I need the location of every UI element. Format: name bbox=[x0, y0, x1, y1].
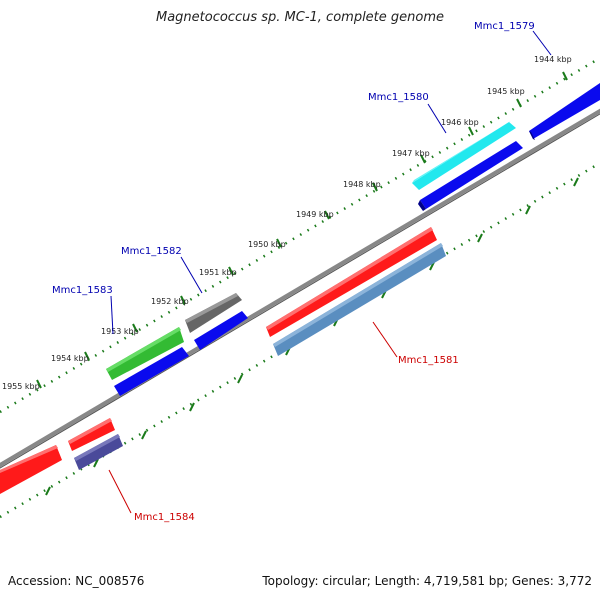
label-leaders bbox=[108, 30, 552, 514]
gene-feature[interactable] bbox=[412, 122, 516, 190]
gene-label-mmc1-1584: Mmc1_1584 bbox=[134, 512, 195, 523]
gene-feature-shade bbox=[418, 200, 426, 211]
gene-feature-shade bbox=[0, 445, 58, 473]
gene-labels: Mmc1_1579 Mmc1_1580 Mmc1_1581 Mmc1_1582 … bbox=[52, 21, 535, 523]
tick-label: 1954 kbp bbox=[51, 354, 89, 363]
gene-label-mmc1-1579: Mmc1_1579 bbox=[474, 21, 535, 32]
tick-labels: 1944 kbp 1945 kbp 1946 kbp 1947 kbp 1948… bbox=[2, 55, 572, 391]
gene-feature-shade bbox=[266, 227, 433, 330]
inner-major-ticks bbox=[45, 177, 579, 496]
gene-feature[interactable] bbox=[266, 227, 437, 337]
gene-feature[interactable] bbox=[0, 445, 62, 494]
gene-feature-shade bbox=[106, 327, 181, 372]
gene-label-mmc1-1581: Mmc1_1581 bbox=[398, 355, 459, 366]
gene-feature[interactable] bbox=[194, 311, 248, 350]
gene-feature-shade bbox=[74, 434, 120, 461]
gene-feature-shade bbox=[529, 131, 535, 140]
gene-feature[interactable] bbox=[420, 141, 523, 209]
gene-feature[interactable] bbox=[185, 293, 242, 333]
gene-feature-shade bbox=[68, 418, 112, 444]
tick-label: 1945 kbp bbox=[487, 87, 525, 96]
gene-label-mmc1-1580: Mmc1_1580 bbox=[368, 92, 429, 103]
gene-label-mmc1-1582: Mmc1_1582 bbox=[121, 246, 182, 257]
gene-label-mmc1-1583: Mmc1_1583 bbox=[52, 285, 113, 296]
reverse-features bbox=[0, 418, 123, 494]
accession-text: Accession: NC_008576 bbox=[8, 574, 145, 588]
gene-feature[interactable] bbox=[273, 243, 446, 356]
tick-label: 1953 kbp bbox=[101, 327, 139, 336]
genome-summary-text: Topology: circular; Length: 4,719,581 bp… bbox=[262, 574, 592, 588]
map-title: Magnetococcus sp. MC-1, complete genome bbox=[155, 10, 445, 25]
tick-label: 1949 kbp bbox=[296, 210, 334, 219]
gene-feature[interactable] bbox=[114, 347, 189, 396]
genome-backbone-shade bbox=[0, 113, 600, 469]
tick-label: 1948 kbp bbox=[343, 180, 381, 189]
tick-label: 1946 kbp bbox=[441, 118, 479, 127]
outer-ruler bbox=[0, 56, 600, 414]
tick-label: 1944 kbp bbox=[534, 55, 572, 64]
gene-feature[interactable] bbox=[74, 434, 123, 470]
outer-major-ticks bbox=[36, 71, 568, 389]
gene-feature[interactable] bbox=[529, 83, 600, 139]
tick-label: 1950 kbp bbox=[248, 240, 286, 249]
genome-backbone bbox=[0, 108, 600, 468]
gene-feature[interactable] bbox=[106, 327, 184, 380]
tick-label: 1951 kbp bbox=[199, 268, 237, 277]
tick-label: 1952 kbp bbox=[151, 297, 189, 306]
forward-features bbox=[106, 83, 600, 396]
gene-feature-shade bbox=[273, 243, 443, 347]
gene-feature[interactable] bbox=[68, 418, 115, 451]
tick-label: 1955 kbp bbox=[2, 382, 40, 391]
tick-label: 1947 kbp bbox=[392, 149, 430, 158]
gene-feature-shade bbox=[185, 293, 238, 323]
